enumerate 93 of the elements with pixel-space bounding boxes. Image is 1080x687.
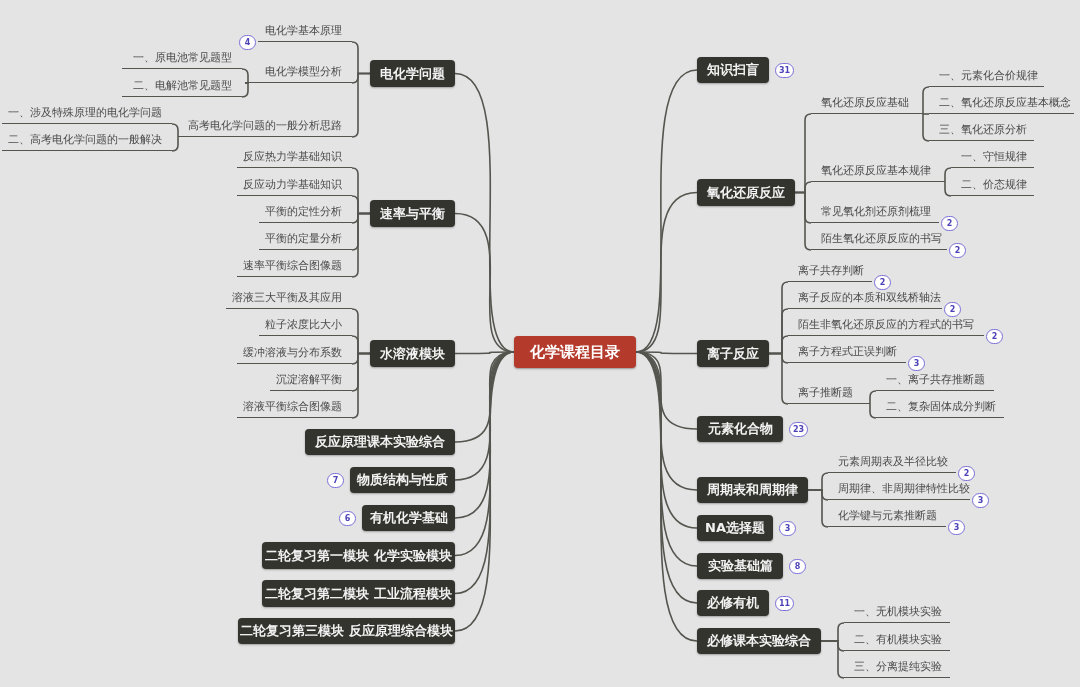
subtopic-label: 离子反应的本质和双线桥轴法 — [788, 289, 942, 309]
topic-box: 速率与平衡 — [370, 200, 455, 227]
topic-box: 有机化学基础 — [362, 505, 455, 531]
branch-connector — [807, 489, 829, 528]
count-badge: 23 — [789, 422, 809, 437]
topic-box: 电化学问题 — [370, 60, 455, 87]
count-badge: 3 — [948, 520, 965, 535]
topic-box: 周期表和周期律 — [697, 477, 808, 503]
subtopic-label: 溶液平衡综合图像题 — [237, 398, 352, 418]
subtopic-label: 一、无机模块实验 — [844, 603, 950, 623]
subtopic-label: 二、电解池常见题型 — [122, 77, 242, 97]
count-badge: 2 — [958, 466, 975, 481]
subtopic-label: 一、元素化合价规律 — [929, 67, 1044, 87]
count-badge: 2 — [874, 275, 891, 290]
subtopic-label: 粒子浓度比大小 — [259, 316, 352, 336]
topic-box: 物质结构与性质 — [350, 467, 455, 493]
subtopic-label: 速率平衡综合图像题 — [237, 257, 352, 277]
topic-box: 水溶液模块 — [370, 340, 455, 367]
topic-box: 氧化还原反应 — [697, 179, 795, 206]
count-badge: 6 — [339, 511, 356, 526]
subtopic-label: 缓冲溶液与分布系数 — [237, 344, 352, 364]
topic-box: 元素化合物 — [697, 416, 783, 442]
subtopic-label: 二、复杂固体成分判断 — [876, 398, 1004, 418]
count-badge: 11 — [775, 596, 795, 611]
count-badge: 2 — [986, 329, 1003, 344]
subtopic-label: 离子方程式正误判断 — [788, 343, 906, 363]
topic-box: 二轮复习第一模块 化学实验模块 — [262, 542, 455, 569]
branch-connector — [241, 68, 249, 84]
subtopic-label: 高考电化学问题的一般分析思路 — [178, 117, 352, 137]
count-badge: 3 — [908, 356, 925, 371]
subtopic-label: 氧化还原反应基础 — [811, 94, 923, 114]
topic-box: NA选择题 — [697, 515, 773, 541]
count-badge: 31 — [775, 63, 795, 78]
topic-box: 二轮复习第三模块 反应原理综合模块 — [238, 618, 455, 644]
branch-connector — [944, 181, 952, 197]
subtopic-label: 三、分离提纯实验 — [844, 658, 950, 678]
subtopic-label: 周期律、非周期律特性比较 — [828, 480, 970, 500]
root-topic-box: 化学课程目录 — [514, 336, 636, 368]
subtopic-label: 一、离子共存推断题 — [876, 371, 994, 391]
topic-box: 实验基础篇 — [697, 553, 783, 579]
subtopic-label: 二、高考电化学问题的一般解决 — [2, 131, 172, 151]
subtopic-label: 电化学基本原理 — [258, 22, 352, 42]
topic-box: 必修有机 — [697, 590, 769, 616]
subtopic-label: 二、氧化还原反应基本概念 — [929, 94, 1074, 114]
count-badge: 3 — [972, 493, 989, 508]
count-badge: 2 — [944, 302, 961, 317]
subtopic-label: 陌生非氧化还原反应的方程式的书写 — [788, 316, 984, 336]
subtopic-label: 一、涉及特殊原理的电化学问题 — [2, 104, 172, 124]
count-badge: 4 — [239, 35, 256, 50]
branch-connector — [944, 167, 952, 183]
subtopic-label: 一、守恒规律 — [951, 148, 1034, 168]
branch-connector — [351, 72, 371, 138]
subtopic-label: 二、有机模块实验 — [844, 631, 950, 651]
subtopic-label: 离子共存判断 — [788, 262, 872, 282]
subtopic-label: 离子推断题 — [788, 384, 870, 404]
branch-connector — [171, 136, 179, 152]
branch-connector — [922, 113, 930, 142]
branch-connector — [820, 640, 845, 679]
branch-connector — [869, 390, 877, 405]
branch-connector — [241, 82, 249, 98]
subtopic-label: 化学键与元素推断题 — [828, 507, 946, 527]
topic-box: 知识扫盲 — [697, 57, 769, 83]
branch-connector — [794, 191, 812, 251]
topic-box: 离子反应 — [697, 340, 769, 367]
subtopic-label: 电化学模型分析 — [245, 63, 352, 83]
subtopic-label: 元素周期表及半径比较 — [828, 453, 956, 473]
subtopic-label: 陌生氧化还原反应的书写 — [811, 230, 947, 250]
subtopic-label: 平衡的定性分析 — [259, 203, 352, 223]
subtopic-label: 反应动力学基础知识 — [237, 176, 352, 196]
count-badge: 8 — [789, 559, 806, 574]
subtopic-label: 一、原电池常见题型 — [122, 49, 242, 69]
branch-connector — [351, 352, 371, 419]
subtopic-label: 常见氧化剂还原剂梳理 — [811, 203, 939, 223]
subtopic-label: 溶液三大平衡及其应用 — [226, 289, 352, 309]
branch-connector — [768, 352, 789, 405]
branch-connector — [922, 113, 930, 115]
branch-connector — [351, 212, 371, 278]
subtopic-label: 平衡的定量分析 — [259, 230, 352, 250]
topic-box: 必修课本实验综合 — [697, 628, 821, 654]
topic-box: 二轮复习第二模块 工业流程模块 — [262, 580, 455, 607]
subtopic-label: 三、氧化还原分析 — [929, 121, 1034, 141]
count-badge: 3 — [779, 521, 796, 536]
subtopic-label: 氧化还原反应基本规律 — [811, 162, 945, 182]
branch-connector — [171, 123, 179, 138]
branch-connector — [869, 403, 877, 419]
subtopic-label: 二、价态规律 — [951, 176, 1034, 196]
count-badge: 7 — [327, 473, 344, 488]
branch-connector — [922, 86, 930, 115]
topic-box: 反应原理课本实验综合 — [305, 429, 455, 455]
count-badge: 2 — [941, 216, 958, 231]
subtopic-label: 反应热力学基础知识 — [237, 148, 352, 168]
count-badge: 2 — [949, 243, 966, 258]
subtopic-label: 沉淀溶解平衡 — [270, 371, 352, 391]
